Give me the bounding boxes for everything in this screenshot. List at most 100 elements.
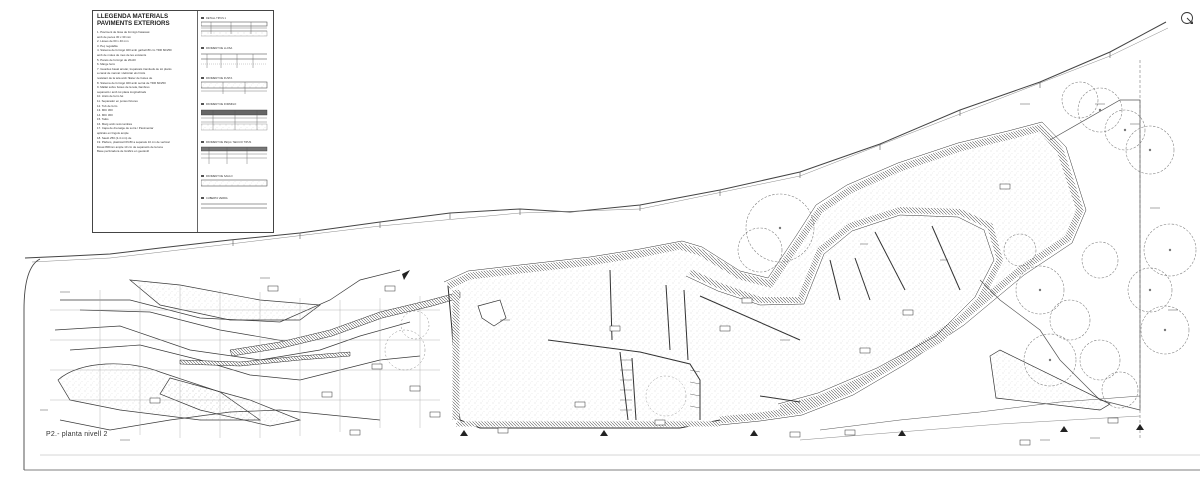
legend-item: aplicats en lingots ample [97, 131, 129, 136]
section-arrows [402, 270, 1144, 436]
tree-canopy-icon [737, 227, 783, 273]
central-plaza [447, 127, 1081, 429]
tree-canopy-icon [1127, 267, 1173, 313]
section-detail-label: DETALL TIPUS 1 [201, 17, 271, 20]
street-step-marks [232, 52, 1111, 246]
section-detail-text: PAVIMENT DE PEÇA / SECCIÓ TIPUS [206, 141, 252, 144]
section-detail-text: PAVIMENT DE SAULÓ [206, 175, 233, 178]
legend-item: 18. Sauló 250 (2-4 mm) de [97, 135, 132, 140]
section-detail-label: PAVIMENT DE FORMIGÓ [201, 103, 271, 106]
legend-item: 14. MIC 300 [97, 112, 113, 117]
section-detail-drawing [201, 203, 267, 209]
tree-trunk-marks [778, 108, 1172, 362]
annotation-marks [40, 103, 1178, 441]
legend-item: Base perforadora de Gràfics en geotèxtil [97, 149, 149, 154]
plaza-walls [547, 225, 961, 421]
legend-item: a canal de marcat i delimitar els límits [97, 71, 146, 76]
section-detail-label: PAVIMENT DE FUSTA [201, 77, 271, 80]
legend-item: 9. Mallat sobre fustes de la tela, llamb… [97, 85, 150, 90]
west-trees [384, 310, 430, 371]
tree-canopy-icon [1049, 299, 1091, 341]
section-detail-text: DETALL TIPUS 1 [206, 17, 226, 20]
street-boundary-top-inner [31, 27, 1169, 263]
legend-item: 10. Llistó de ferro fet [97, 94, 124, 99]
section-detail-label: PAVIMENT DE SAULÓ [201, 175, 271, 178]
materials-legend: LLEGENDA MATERIALS PAVIMENTS EXTERIORS 1… [92, 10, 274, 233]
section-detail-text: PAVIMENT DE FORMIGÓ [206, 103, 237, 106]
section-detail-drawing [200, 146, 268, 164]
section-detail-drawing [201, 53, 267, 68]
legend-item: llicuat 800mm ample 10 cm de separació d… [97, 144, 163, 149]
legend-title: LLEGENDA MATERIALS PAVIMENTS EXTERIORS [97, 13, 170, 27]
west-grid-lines [50, 285, 440, 438]
tree-canopy-icon [1079, 339, 1121, 381]
section-marker-icon [201, 47, 204, 50]
section-detail-drawing [200, 21, 268, 37]
legend-item: 13. MIC 300 [97, 108, 113, 113]
legend-item: 2. Lloses de 60 x 40 mm [97, 39, 129, 44]
legend-section-column: DETALL TIPUS 1 PAVIMENT DE LLOSA PAVIMEN… [200, 17, 271, 219]
tree-canopy-icon [745, 193, 815, 263]
legend-item: resistant de la tela amb l'Ester de fust… [97, 75, 153, 80]
tree-canopy-icon [1015, 265, 1065, 315]
inner-zigzag-edge [685, 214, 995, 405]
legend-item: 16. Marg amb revis tambés [97, 121, 133, 126]
legend-item: 17. Capa de drenatge de sorra / Paviment… [97, 126, 154, 131]
section-detail-label: CUBERTA VERDA [201, 197, 271, 200]
section-detail-text: PAVIMENT DE LLOSA [206, 47, 233, 50]
section-detail-drawing [200, 179, 268, 187]
tree-canopy-icon [1061, 81, 1099, 119]
plan-level-label: P2.- planta nivell 2 [46, 431, 108, 438]
tree-canopy-icon [1140, 305, 1190, 355]
legend-item: 6. Marge ferro [97, 62, 116, 67]
section-detail-drawing [200, 81, 268, 94]
tree-canopy-icon [1143, 223, 1197, 277]
section-marker-icon [201, 77, 204, 80]
legend-item: amb de moles de mes de les existents [97, 52, 147, 57]
legend-item: 5. Parets de formigó de 20x20 [97, 57, 136, 62]
level-tags [149, 183, 1119, 446]
east-triangle-planter [989, 349, 1111, 411]
tree-canopy-icon [1003, 233, 1037, 267]
legend-item: 15. Talús [97, 117, 109, 122]
street-boundary-top [24, 21, 1167, 259]
interior-stair-marks [620, 359, 701, 411]
legend-item: 1. Paviment de llosa de formigó fratassa… [97, 30, 150, 34]
tree-canopy-icon [1081, 241, 1119, 279]
legend-item: 12. Tub de ferro [97, 103, 118, 108]
plaza-pavilion [477, 299, 507, 327]
section-detail-label: PAVIMENT DE LLOSA [201, 47, 271, 50]
section-detail-text: CUBERTA VERDA [206, 197, 228, 200]
legend-item: 8. Sistema de formigó 400 amb serrat de … [97, 80, 166, 85]
north-arrow-icon [1181, 12, 1193, 24]
section-detail-drawing [200, 109, 268, 131]
tree-canopy-icons [737, 81, 1197, 409]
legend-item: 19. Plafons, plasticat DN 80 a separats … [97, 140, 170, 145]
plaza-ramp-band-outline [443, 121, 1087, 426]
section-marker-icon [201, 175, 204, 178]
section-detail-label: PAVIMENT DE PEÇA / SECCIÓ TIPUS [201, 141, 271, 144]
section-detail-text: PAVIMENT DE FUSTA [206, 77, 233, 80]
east-walkway [819, 395, 1141, 431]
section-marker-icon [201, 103, 204, 106]
tree-canopy-icon [1023, 333, 1077, 387]
west-ramp-band-2 [179, 351, 351, 367]
legend-item: 4. Sistema de formigó 400 amb garbell 80… [97, 48, 172, 53]
tree-canopy-icon [1077, 87, 1123, 133]
tree-canopy-icon [1101, 371, 1139, 409]
tree-canopy-icon [1104, 109, 1146, 151]
legend-item: separació i amb tot placa longitudinals [97, 89, 147, 94]
legend-item: amb de peces 30 x 30 mm [97, 34, 132, 39]
tree-canopy-icon [1125, 125, 1175, 175]
section-marker-icon [201, 197, 204, 200]
plaza-tree [645, 375, 687, 417]
legend-item: 11. Separador en juntes fixtures [97, 98, 138, 103]
legend-item: 3. Peç regulable [97, 43, 118, 48]
section-marker-icon [201, 141, 204, 144]
east-walkway-2 [799, 415, 1141, 441]
legend-divider [197, 11, 198, 232]
section-marker-icon [201, 17, 204, 20]
legend-item: 7. Guardes basal arrelar, trepatxats tra… [97, 66, 172, 71]
site-boundary-left [23, 258, 41, 470]
